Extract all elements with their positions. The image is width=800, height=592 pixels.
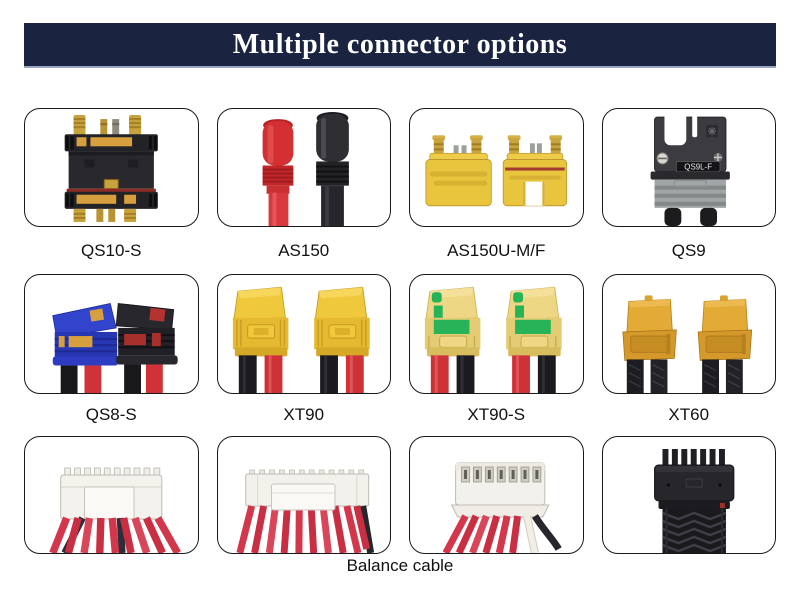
product-card [409,274,584,394]
product-card [601,436,776,554]
qs9-connector-photo: QS9L-F [650,111,730,226]
grid-cell-balance-2 [216,436,391,554]
product-card [216,108,391,227]
balance-cable-photo-1 [49,467,181,553]
title-banner: Multiple connector options [24,23,776,68]
grid-cell-qs9: QS9L-F QS9 [601,108,776,274]
grid-cell-as150u: AS150U-M/F [409,108,584,274]
grid-cell-qs8s: QS8-S [24,274,199,436]
grid-cell-xt60: XT60 [601,274,776,436]
connector-label: XT90-S [467,405,526,424]
product-card [24,108,199,227]
as150u-mf-connector-photo [425,135,568,207]
grid-cell-as150: AS150 [216,108,391,274]
product-card [24,274,199,394]
grid-cell-balance-1 [24,436,199,554]
xt60-connector-photo [621,295,752,393]
connector-label: AS150U-M/F [447,240,546,260]
connector-label: QS10-S [81,240,142,260]
page-title: Multiple connector options [232,28,568,60]
balance-cable-photo-4 [653,449,734,553]
product-card [601,274,776,394]
balance-cable-photo-2 [235,469,374,553]
connector-label: XT60 [668,405,710,424]
grid-cell-xt90: XT90 [216,274,391,436]
product-card: QS9L-F [601,108,776,227]
connector-label: XT90 [283,405,325,424]
grid-cell-xt90s: XT90-S [409,274,584,436]
qs10-s-connector-photo [64,115,158,222]
connector-label: AS150 [278,240,330,260]
product-card [24,436,199,554]
grid-cell-qs10s: QS10-S [24,108,199,274]
connector-label: QS8-S [85,405,137,424]
grid-cell-balance-3 [409,436,584,554]
balance-cable-photo-3 [442,462,562,553]
xt90-connector-photo [232,286,370,393]
product-card [216,436,391,554]
connector-label: QS9 [671,240,706,260]
as150-connector-photo [262,112,349,226]
connector-grid: QS10-S [24,108,776,554]
grid-cell-balance-4 [601,436,776,554]
product-card [216,274,391,394]
balance-cable-caption: Balance cable [346,556,454,575]
product-card [409,436,584,554]
svg-text:QS9L-F: QS9L-F [684,162,712,171]
qs8-s-connector-photo [52,303,178,393]
product-card [409,108,584,227]
xt90-s-connector-photo [424,286,562,393]
